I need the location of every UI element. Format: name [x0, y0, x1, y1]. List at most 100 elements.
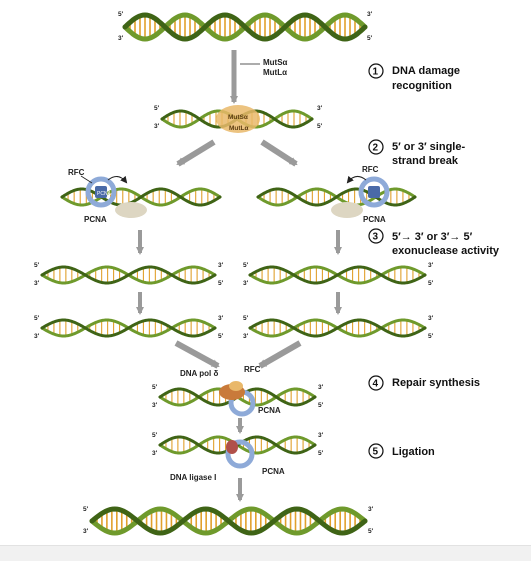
r4l-3r: 3′: [218, 262, 224, 269]
step-3-line1: 5′→ 3′ or 3′→ 5′: [392, 231, 473, 243]
arrow-converge-left: [174, 340, 220, 369]
pcna-clamp-right: [358, 176, 390, 208]
mut-complex-left: [115, 202, 147, 218]
ligase-label: DNA ligase I: [170, 473, 216, 482]
step-5-line1: Ligation: [392, 446, 435, 458]
rfc-shape-synthesis: [229, 381, 243, 391]
rfc-label-synthesis: RFC: [244, 365, 261, 374]
dna-strand: [248, 318, 427, 338]
pcna-label-right: PCNA: [363, 215, 386, 224]
dna-strand: [89, 506, 368, 536]
rfc-arrow-right: [346, 175, 367, 184]
step-2-line2: strand break: [392, 155, 459, 167]
top-dna-5prime-label: 5′: [118, 11, 124, 18]
dna-strand: [256, 187, 417, 207]
step-4-line1: Repair synthesis: [392, 377, 480, 389]
dna2-3prime-right: 3′: [317, 105, 323, 112]
step-5-number: 5: [373, 447, 379, 458]
helix-exo-right-1: [248, 265, 427, 285]
r5l-3r: 3′: [218, 315, 224, 322]
pcna-label-ligation: PCNA: [262, 467, 285, 476]
mismatch-repair-diagram: 5′ 3′ 3′ 5′ MutSα MutLα 5′ 3′ 3′ 5′ MutS…: [34, 11, 500, 536]
step-3-badge: [368, 228, 384, 244]
mutsa-complex-label: MutSα: [228, 114, 248, 121]
step-3-line2: exonuclease activity: [392, 245, 500, 257]
r7-3r: 3′: [318, 432, 324, 439]
r8-3: 3′: [83, 528, 89, 535]
top-dna-5prime-right-label: 5′: [367, 35, 373, 42]
r6-3r: 3′: [318, 384, 324, 391]
step-4: 4 Repair synthesis: [368, 375, 480, 391]
pcna-clamp-ligation: [225, 439, 255, 469]
step-4-badge: [368, 375, 384, 391]
step-2-line1: 5′ or 3′ single-: [392, 141, 465, 153]
r6-5: 5′: [152, 384, 158, 391]
step-4-number: 4: [373, 379, 379, 390]
r4r-3r: 3′: [428, 262, 434, 269]
r5r-5: 5′: [243, 315, 249, 322]
helix-top: [122, 12, 368, 42]
dna-strand: [248, 265, 427, 285]
r4r-5r: 5′: [428, 280, 434, 287]
r7-3: 3′: [152, 450, 158, 457]
r4l-5r: 5′: [218, 280, 224, 287]
r5r-3r: 3′: [428, 315, 434, 322]
rfc-block-right: [368, 186, 380, 198]
helix-break-right: [256, 187, 417, 207]
r6-5r: 5′: [318, 402, 324, 409]
top-dna-3prime-label: 3′: [118, 35, 124, 42]
rfc-arrow-left: [107, 175, 128, 184]
r4r-3: 3′: [243, 280, 249, 287]
r6-3: 3′: [152, 402, 158, 409]
dna2-3prime: 3′: [154, 123, 160, 130]
r4r-5: 5′: [243, 262, 249, 269]
dna-pol-label: DNA pol δ: [180, 369, 218, 378]
rfc-leader-left: [80, 175, 93, 184]
step-1-badge: [368, 63, 384, 79]
step-3-number: 3: [373, 232, 379, 243]
mutsa-label: MutSα: [263, 58, 288, 67]
helix-exo-left-1: [40, 265, 217, 285]
r5l-3: 3′: [34, 333, 40, 340]
helix-exo-left-2: [40, 318, 217, 338]
step-1-number: 1: [373, 67, 379, 78]
ligase-shape: [226, 440, 238, 454]
step-3: 3 5′→ 3′ or 3′→ 5′ exonuclease activity: [368, 228, 500, 257]
mut-complex: [216, 105, 260, 133]
pcna-label-synthesis: PCNA: [258, 406, 281, 415]
dna-strand: [122, 12, 368, 42]
step-1-line1: DNA damage: [392, 65, 460, 77]
arrow-branch-left: [176, 139, 216, 167]
step-5-badge: [368, 443, 384, 459]
pcna-label-left: PCNA: [84, 215, 107, 224]
dna2-5prime: 5′: [154, 105, 160, 112]
helix-repaired: [89, 506, 368, 536]
r7-5: 5′: [152, 432, 158, 439]
rfc-label-right: RFC: [362, 165, 379, 174]
step-1: 1 DNA damage recognition: [368, 63, 460, 92]
rfc-block-left: [95, 186, 107, 198]
mutla-label: MutLα: [263, 68, 287, 77]
dna2-5prime-right: 5′: [317, 123, 323, 130]
arrow-converge-right: [258, 340, 302, 369]
dna-strand: [40, 318, 217, 338]
r7-5r: 5′: [318, 450, 324, 457]
r5l-5: 5′: [34, 315, 40, 322]
mut-complex-right: [331, 202, 363, 218]
arrow-branch-right: [260, 139, 298, 167]
mutla-complex-label: MutLα: [229, 125, 249, 132]
step-2: 2 5′ or 3′ single- strand break: [368, 139, 465, 167]
r4l-3: 3′: [34, 280, 40, 287]
helix-exo-right-2: [248, 318, 427, 338]
step-2-number: 2: [373, 143, 379, 154]
step-1-line2: recognition: [392, 80, 452, 92]
step-5: 5 Ligation: [368, 443, 435, 459]
r5r-5r: 5′: [428, 333, 434, 340]
top-dna-3prime-right-label: 3′: [367, 11, 373, 18]
r5r-3: 3′: [243, 333, 249, 340]
rfc-label-left: RFC: [68, 168, 85, 177]
r8-5r: 5′: [368, 528, 374, 535]
dna-helices: [40, 12, 427, 536]
step-2-badge: [368, 139, 384, 155]
pcna-clamp-left: [85, 176, 117, 208]
